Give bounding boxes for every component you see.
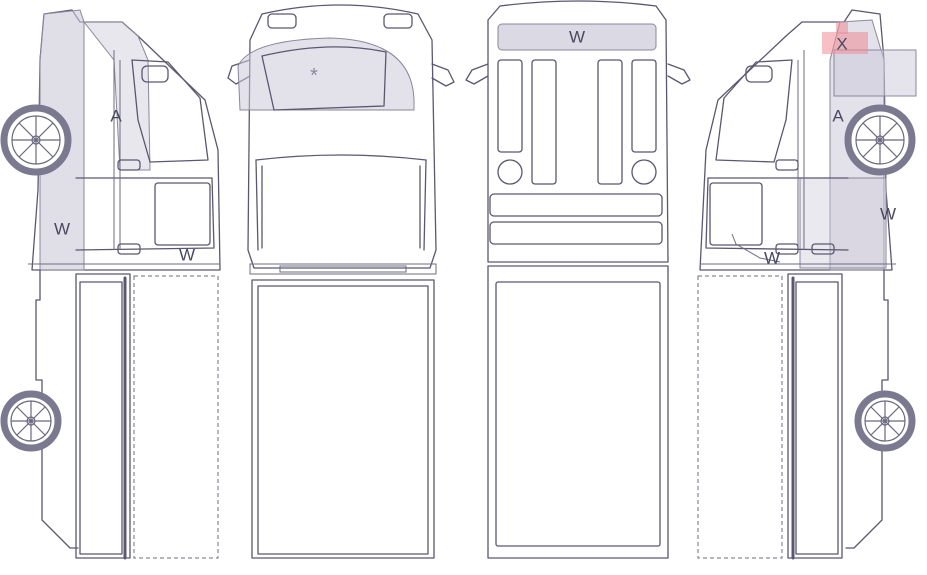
view-left-side: W A W <box>0 9 221 560</box>
left-rear-wheel[interactable] <box>0 390 62 452</box>
mark-left-windscreen-w: W <box>54 220 70 239</box>
rear-mirror-right[interactable] <box>667 63 691 85</box>
left-front-zone[interactable] <box>82 21 151 171</box>
right-side-window[interactable] <box>715 59 793 163</box>
rear-cab-outline <box>487 0 669 263</box>
mark-rear-window-w: W <box>569 28 585 47</box>
mark-right-windscreen-w: W <box>880 205 896 224</box>
right-chassis-front <box>845 269 889 549</box>
right-front-wheel[interactable] <box>844 104 916 176</box>
right-door-handle <box>775 159 799 171</box>
top-windscreen-zone[interactable] <box>237 37 415 111</box>
left-door[interactable] <box>75 177 215 251</box>
top-windscreen[interactable] <box>261 46 387 111</box>
left-load-box[interactable] <box>75 273 131 559</box>
right-roof-zone[interactable] <box>833 49 917 97</box>
top-cab-outline <box>247 4 437 269</box>
mark-right-door-w: W <box>764 249 780 268</box>
rear-bumper-upper[interactable] <box>489 193 663 217</box>
right-damage-zone[interactable] <box>822 32 868 54</box>
left-mirror <box>141 65 169 83</box>
right-upper-zone[interactable] <box>799 177 887 269</box>
right-door-panel <box>709 182 763 246</box>
mark-right-pillar-a: A <box>832 107 844 126</box>
left-side-window[interactable] <box>131 59 209 163</box>
mark-top-roof-star: * <box>310 65 318 87</box>
rear-load-box[interactable] <box>487 265 669 559</box>
view-rear: W <box>465 0 691 559</box>
left-door-panel <box>154 182 211 246</box>
right-door[interactable] <box>705 177 849 251</box>
top-load-box[interactable] <box>251 279 435 559</box>
right-rear-wheel[interactable] <box>854 390 916 452</box>
rear-bumper-lower[interactable] <box>489 221 663 245</box>
top-mirror-right[interactable] <box>431 63 455 87</box>
left-chassis-front <box>35 269 79 549</box>
mark-left-door-w: W <box>179 246 195 265</box>
left-door-handle <box>117 159 141 171</box>
view-top-front: * <box>227 4 455 559</box>
right-load-box-outline-dashed <box>697 275 783 559</box>
right-load-box[interactable] <box>787 273 843 559</box>
mark-left-pillar-a: A <box>110 107 122 126</box>
rear-window-zone[interactable] <box>497 23 657 51</box>
left-step <box>117 243 141 255</box>
rear-mirror-left[interactable] <box>465 63 489 85</box>
left-load-box-outline-dashed <box>133 275 219 559</box>
mark-right-damage-x: X <box>836 35 847 54</box>
left-front-wheel[interactable] <box>0 104 72 176</box>
view-right-side: X A W W <box>697 9 917 560</box>
right-mirror <box>745 65 773 83</box>
